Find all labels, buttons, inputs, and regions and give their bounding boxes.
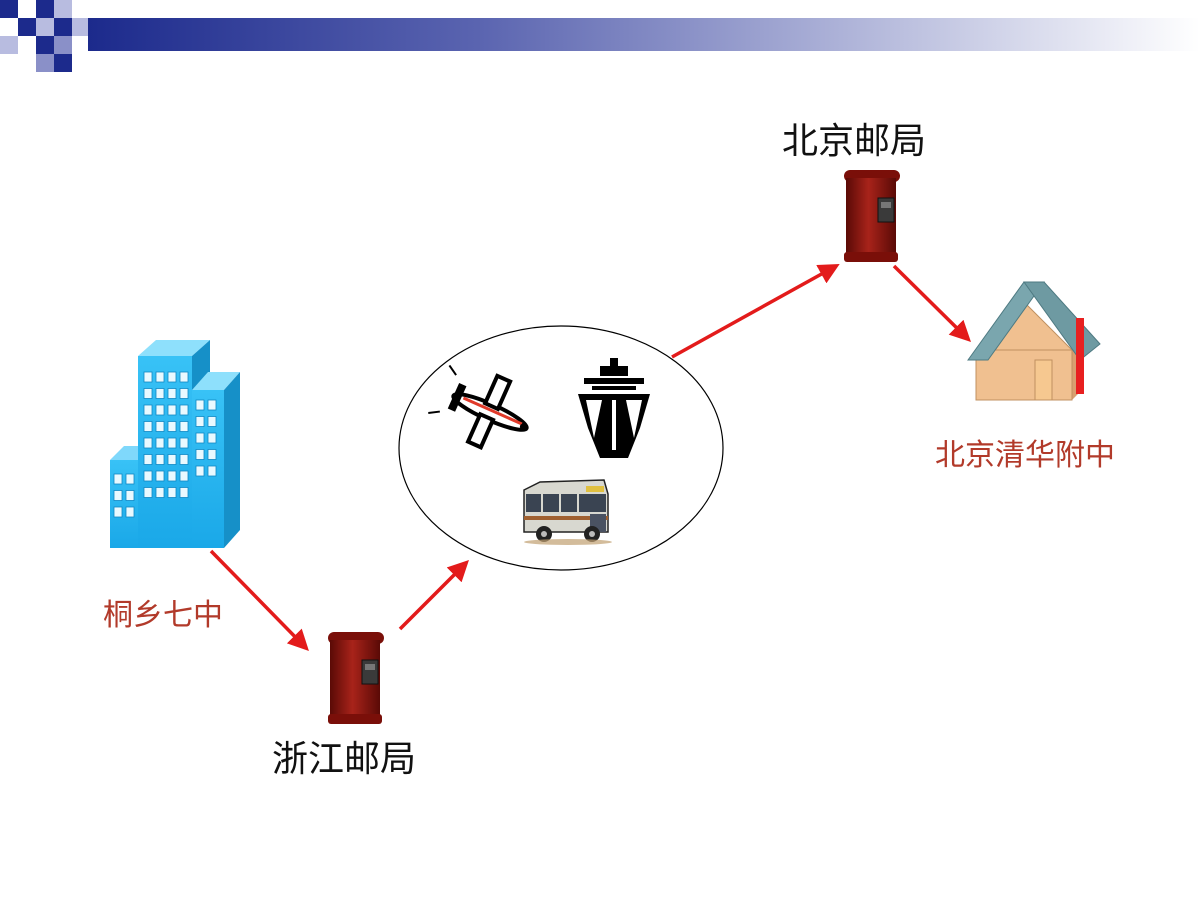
arrow-transport-to-beijing-post xyxy=(671,263,840,359)
destination-school-label: 北京清华附中 xyxy=(935,438,1115,473)
ship-icon xyxy=(578,358,650,458)
beijing-post-label: 北京邮局 xyxy=(782,121,927,162)
arrow-zhejiang-post-to-transport xyxy=(398,560,469,631)
bus-icon xyxy=(523,479,612,545)
route-arrows xyxy=(209,263,971,652)
mailbox-icon xyxy=(844,170,900,262)
office-building-icon xyxy=(110,340,240,548)
airplane-icon xyxy=(428,364,529,450)
origin-school-label: 桐乡七中 xyxy=(103,598,223,633)
mailbox-icon xyxy=(328,632,384,724)
zhejiang-post-label: 浙江邮局 xyxy=(272,739,417,780)
transport-group xyxy=(398,325,724,571)
header-decoration xyxy=(0,0,1200,72)
house-icon xyxy=(967,281,1101,401)
arrow-beijing-post-to-school xyxy=(892,264,971,342)
arrow-school-to-zhejiang-post xyxy=(209,549,309,652)
transport-ellipse xyxy=(398,325,724,571)
